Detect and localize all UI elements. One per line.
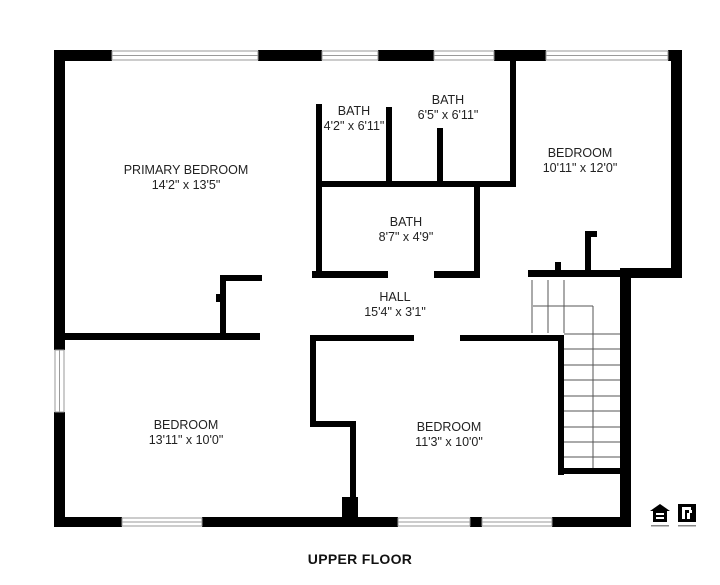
logos [650, 504, 696, 527]
room-dimensions: 13'11" x 10'0" [148, 433, 224, 447]
room-name: BEDROOM [547, 146, 613, 160]
staircase [531, 280, 620, 468]
room-bedroom-south: BEDROOM 11'3" x 10'0" [415, 420, 483, 450]
equal-housing-opportunity-icon [650, 504, 670, 527]
room-dimensions: 11'3" x 10'0" [415, 435, 483, 449]
room-bath-3: BATH 8'7" x 4'9" [379, 215, 434, 245]
realtor-icon [678, 504, 696, 527]
room-dimensions: 15'4" x 3'1" [364, 305, 426, 319]
room-dimensions: 6'5" x 6'11" [417, 108, 479, 122]
room-name: BEDROOM [416, 420, 482, 434]
windows [54, 50, 669, 527]
room-name: BATH [389, 215, 423, 229]
room-name: BATH [337, 104, 371, 118]
room-bath-1: BATH 4'2" x 6'11" [324, 104, 385, 134]
room-name: PRIMARY BEDROOM [123, 163, 249, 177]
room-dimensions: 14'2" x 13'5" [151, 178, 221, 192]
room-name: BEDROOM [153, 418, 219, 432]
room-bedroom-northeast: BEDROOM 10'11" x 12'0" [543, 146, 618, 176]
room-primary-bedroom: PRIMARY BEDROOM 14'2" x 13'5" [124, 163, 249, 193]
floor-title: UPPER FLOOR [307, 551, 413, 567]
room-name: BATH [431, 93, 465, 107]
room-name: HALL [379, 290, 411, 304]
room-dimensions: 10'11" x 12'0" [542, 161, 618, 175]
walls [54, 50, 682, 527]
room-bath-2: BATH 6'5" x 6'11" [418, 93, 479, 123]
room-dimensions: 8'7" x 4'9" [378, 230, 434, 244]
room-bedroom-southwest: BEDROOM 13'11" x 10'0" [149, 418, 224, 448]
room-dimensions: 4'2" x 6'11" [323, 119, 385, 133]
room-hall: HALL 15'4" x 3'1" [364, 290, 426, 320]
